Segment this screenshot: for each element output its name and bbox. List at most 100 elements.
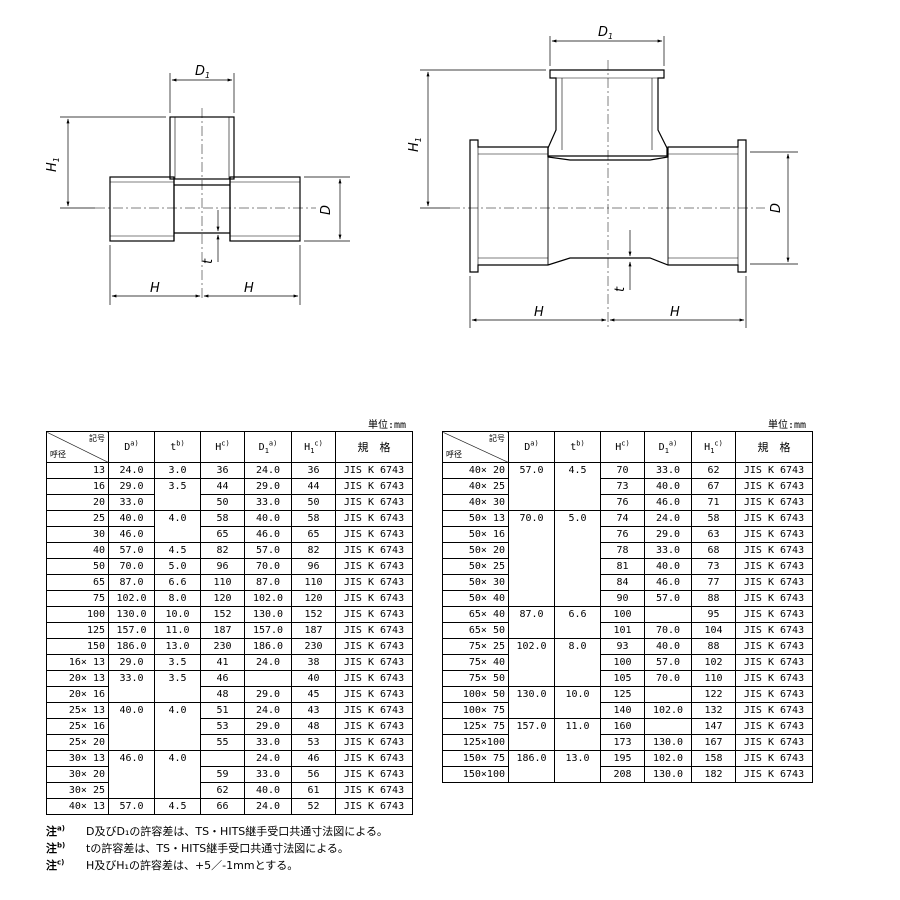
cell-size: 20× 16 <box>46 686 109 703</box>
header-h: Hc) <box>600 431 645 463</box>
cell-spec: JIS K 6743 <box>735 734 813 751</box>
cell-h1: 52 <box>291 798 336 815</box>
cell-h1: 40 <box>291 670 336 687</box>
cell-spec: JIS K 6743 <box>335 798 413 815</box>
cell-h1: 187 <box>291 622 336 639</box>
cell-h: 100 <box>600 606 645 623</box>
cell-spec: JIS K 6743 <box>735 526 813 543</box>
cell-spec: JIS K 6743 <box>335 606 413 623</box>
cell-d: 70.0 <box>108 558 155 575</box>
cell-d: 157.0 <box>508 718 555 751</box>
cell-spec: JIS K 6743 <box>735 638 813 655</box>
cell-h1: 96 <box>291 558 336 575</box>
cell-d: 186.0 <box>108 638 155 655</box>
cell-size: 125×100 <box>442 734 509 751</box>
cell-h1: 132 <box>691 702 736 719</box>
cell-t: 4.0 <box>154 510 201 543</box>
cell-size: 75 <box>46 590 109 607</box>
cell-h: 58 <box>200 510 245 527</box>
cell-spec: JIS K 6743 <box>335 510 413 527</box>
cell-t: 4.5 <box>154 542 201 559</box>
cell-d1: 40.0 <box>644 478 692 495</box>
cell-spec: JIS K 6743 <box>735 654 813 671</box>
cell-spec: JIS K 6743 <box>735 750 813 767</box>
cell-d1: 24.0 <box>244 654 292 671</box>
cell-spec: JIS K 6743 <box>735 590 813 607</box>
cell-h <box>200 750 245 767</box>
cell-t: 11.0 <box>554 718 601 751</box>
cell-t: 3.0 <box>154 462 201 479</box>
large-tee-labels: D1 H1 D H H t <box>407 25 784 320</box>
cell-t: 5.0 <box>154 558 201 575</box>
cell-d1: 33.0 <box>244 734 292 751</box>
label-d1-large: D1 <box>598 25 613 41</box>
header-h1: H1c) <box>291 431 336 463</box>
header-d1: D1a) <box>644 431 692 463</box>
cell-d1: 102.0 <box>244 590 292 607</box>
cell-size: 50× 16 <box>442 526 509 543</box>
cell-spec: JIS K 6743 <box>735 718 813 735</box>
header-t: tb) <box>154 431 201 463</box>
cell-h: 230 <box>200 638 245 655</box>
cell-h: 140 <box>600 702 645 719</box>
cell-spec: JIS K 6743 <box>335 670 413 687</box>
cell-h: 101 <box>600 622 645 639</box>
cell-h: 36 <box>200 462 245 479</box>
label-d1-small: D1 <box>195 64 210 80</box>
table-header-row: 記号 呼径 Da) tb) Hc) D1a) H1c) 規 格 <box>442 431 813 463</box>
header-d1: D1a) <box>244 431 292 463</box>
cell-d: 57.0 <box>508 462 555 511</box>
cell-d: 24.0 <box>108 462 155 479</box>
cell-d1: 40.0 <box>244 510 292 527</box>
label-h-left-small: H <box>150 281 160 296</box>
cell-spec: JIS K 6743 <box>335 686 413 703</box>
cell-spec: JIS K 6743 <box>335 526 413 543</box>
cell-h: 44 <box>200 478 245 495</box>
cell-d1: 70.0 <box>244 558 292 575</box>
cell-d: 29.0 <box>108 478 155 495</box>
cell-d1: 186.0 <box>244 638 292 655</box>
cell-h1: 50 <box>291 494 336 511</box>
label-d-small: D <box>319 205 334 215</box>
cell-size: 25× 16 <box>46 718 109 735</box>
cell-d: 186.0 <box>508 750 555 783</box>
cell-spec: JIS K 6743 <box>735 702 813 719</box>
cell-h1: 120 <box>291 590 336 607</box>
footnote-b: 注b)tの許容差は、TS・HITS継手受口共通寸法図による。 <box>46 841 349 855</box>
cell-d1: 33.0 <box>244 494 292 511</box>
cell-d1: 57.0 <box>644 654 692 671</box>
cell-size: 30× 20 <box>46 766 109 783</box>
cell-size: 100× 50 <box>442 686 509 703</box>
cell-t: 3.5 <box>154 478 201 511</box>
cell-h: 160 <box>600 718 645 735</box>
cell-h: 208 <box>600 766 645 783</box>
cell-h1: 110 <box>291 574 336 591</box>
cell-d: 33.0 <box>108 670 155 703</box>
cell-h1: 167 <box>691 734 736 751</box>
cell-size: 25× 20 <box>46 734 109 751</box>
cell-size: 20 <box>46 494 109 511</box>
cell-spec: JIS K 6743 <box>335 622 413 639</box>
cell-size: 20× 13 <box>46 670 109 687</box>
cell-size: 50 <box>46 558 109 575</box>
cell-d: 46.0 <box>108 526 155 543</box>
footnotes: 注a)D及びD₁の許容差は、TS・HITS継手受口共通寸法図による。 注b)tの… <box>46 823 388 874</box>
cell-d1 <box>644 686 692 703</box>
cell-spec: JIS K 6743 <box>735 670 813 687</box>
cell-h1: 63 <box>691 526 736 543</box>
cell-h: 120 <box>200 590 245 607</box>
cell-d1: 24.0 <box>644 510 692 527</box>
cell-h: 48 <box>200 686 245 703</box>
